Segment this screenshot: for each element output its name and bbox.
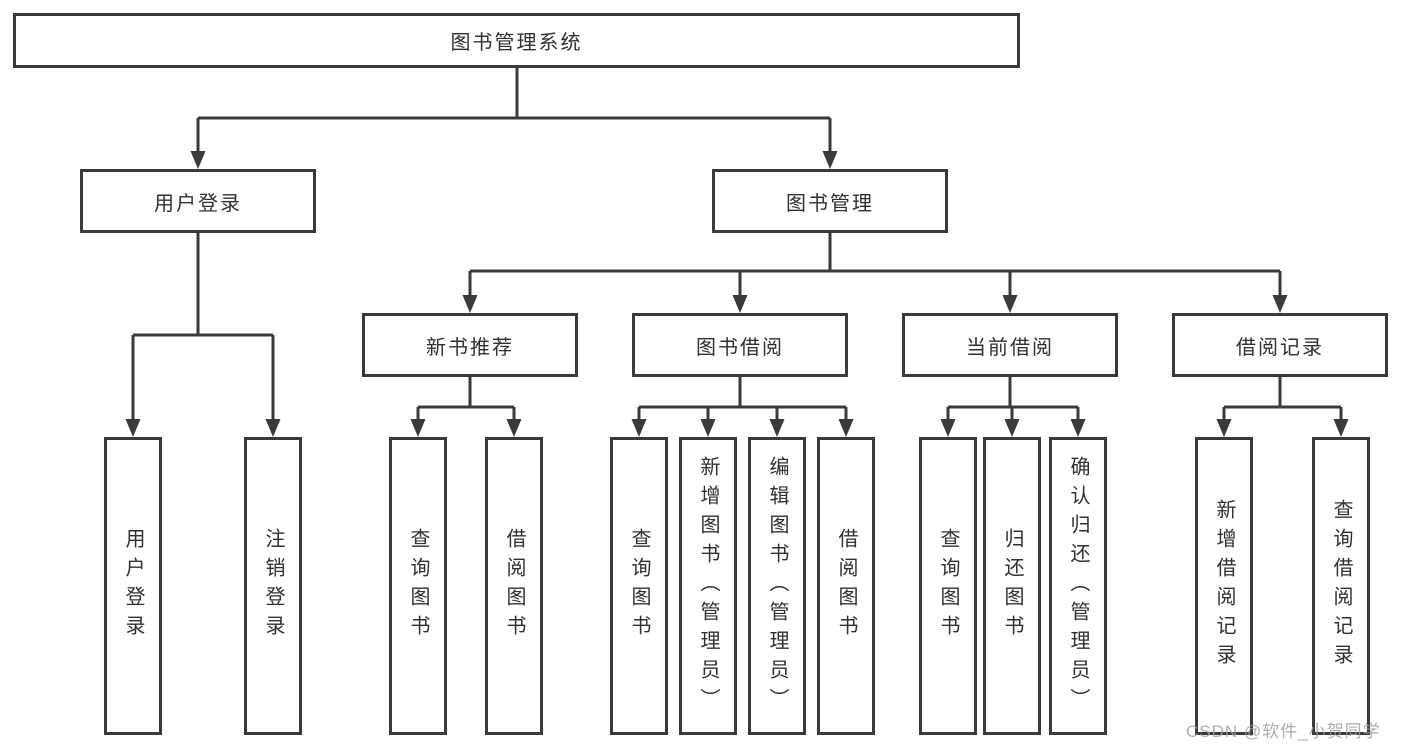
tree-edges	[131, 68, 1343, 420]
leaf-add-borrow-record: 新增借阅记录	[1195, 437, 1253, 735]
leaf-borrow-books-label: 借阅图书	[835, 528, 857, 644]
node-book-borrow-label: 图书借阅	[696, 336, 784, 359]
leaf-borrow-books-recommend-label: 借阅图书	[503, 528, 525, 644]
leaf-query-borrow-record-label: 查询借阅记录	[1330, 499, 1352, 673]
leaf-user-login-label: 用户登录	[122, 528, 144, 644]
leaf-confirm-return-admin-label: 确认归还（管理员）	[1067, 455, 1089, 717]
leaf-confirm-return-admin: 确认归还（管理员）	[1049, 437, 1107, 735]
node-new-book-recommend-label: 新书推荐	[426, 336, 514, 359]
node-borrow-records: 借阅记录	[1172, 313, 1388, 377]
node-root-label: 图书管理系统	[450, 32, 583, 54]
node-root: 图书管理系统	[13, 13, 1020, 68]
csdn-watermark: CSDN @软件_小贺同学	[1186, 722, 1381, 741]
leaf-return-books-label: 归还图书	[1001, 528, 1023, 644]
leaf-query-books-current-label: 查询图书	[937, 528, 959, 644]
node-borrow-records-label: 借阅记录	[1236, 336, 1324, 359]
leaf-logout: 注销登录	[244, 437, 302, 735]
node-user-login-label: 用户登录	[154, 192, 242, 215]
node-current-borrow-label: 当前借阅	[966, 336, 1054, 359]
leaf-logout-label: 注销登录	[262, 528, 284, 644]
leaf-add-books-admin-label: 新增图书（管理员）	[697, 455, 719, 717]
leaf-query-books-borrow: 查询图书	[610, 437, 668, 735]
leaf-query-books-borrow-label: 查询图书	[628, 528, 650, 644]
leaf-return-books: 归还图书	[983, 437, 1041, 735]
node-current-borrow: 当前借阅	[902, 313, 1118, 377]
leaf-query-books-recommend-label: 查询图书	[407, 528, 429, 644]
leaf-add-books-admin: 新增图书（管理员）	[679, 437, 737, 735]
leaf-borrow-books: 借阅图书	[817, 437, 875, 735]
leaf-edit-books-admin-label: 编辑图书（管理员）	[766, 455, 788, 717]
leaf-user-login: 用户登录	[104, 437, 162, 735]
leaf-query-borrow-record: 查询借阅记录	[1312, 437, 1370, 735]
node-new-book-recommend: 新书推荐	[362, 313, 578, 377]
node-book-borrow: 图书借阅	[632, 313, 848, 377]
node-book-management-label: 图书管理	[786, 192, 874, 215]
leaf-query-books-current: 查询图书	[919, 437, 977, 735]
node-book-management: 图书管理	[712, 169, 948, 233]
leaf-borrow-books-recommend: 借阅图书	[485, 437, 543, 735]
leaf-add-borrow-record-label: 新增借阅记录	[1213, 499, 1235, 673]
leaf-edit-books-admin: 编辑图书（管理员）	[748, 437, 806, 735]
leaf-query-books-recommend: 查询图书	[389, 437, 447, 735]
node-user-login: 用户登录	[80, 169, 316, 233]
